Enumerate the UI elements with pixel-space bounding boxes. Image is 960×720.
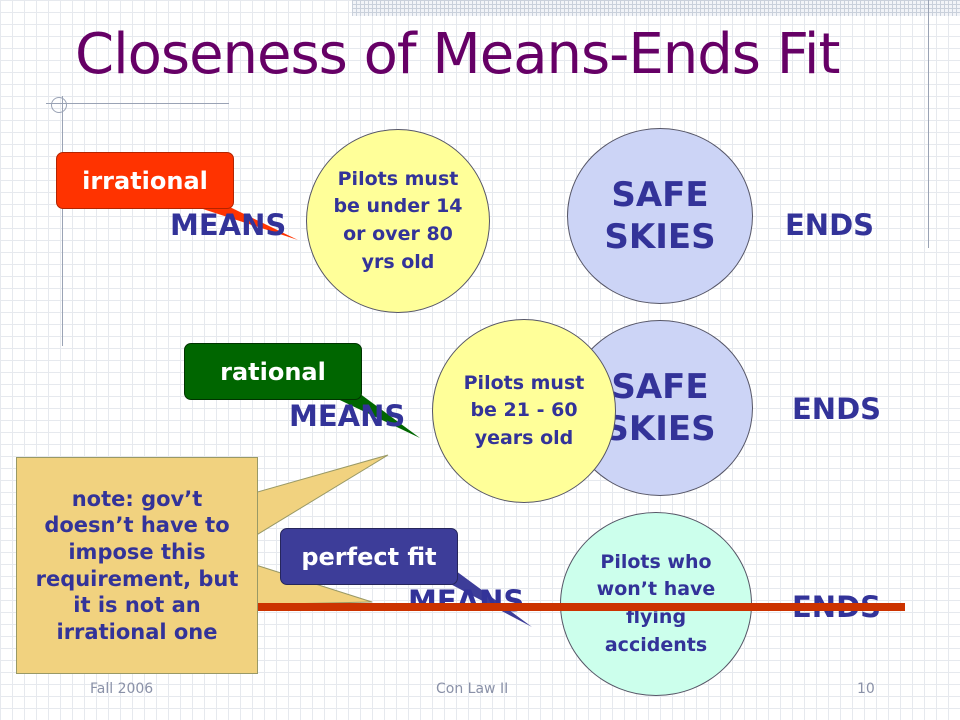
row3-means-text: Pilots who won’t have flying accidents — [596, 550, 716, 656]
row1-ends-text: SAFE SKIES — [604, 174, 716, 258]
irrational-tag: irrational — [56, 152, 234, 209]
title-underline — [46, 103, 229, 104]
slide-title: Closeness of Means-Ends Fit — [75, 22, 840, 87]
row1-ends-label: ENDS — [785, 208, 875, 242]
note-text: note: gov’t doesn’t have to impose this … — [35, 486, 239, 644]
row2-ends-label: ENDS — [792, 392, 882, 426]
perfect-fit-red-line — [255, 603, 905, 611]
row2-means-label: MEANS — [289, 399, 406, 433]
footer-center: Con Law II — [436, 681, 509, 697]
row1-means-circle: Pilots must be under 14 or over 80 yrs o… — [306, 129, 490, 313]
note-callout: note: gov’t doesn’t have to impose this … — [16, 457, 258, 674]
row1-means-text: Pilots must be under 14 or over 80 yrs o… — [333, 167, 463, 273]
perfect-fit-tag: perfect fit — [280, 528, 458, 585]
row2-ends-text: SAFE SKIES — [604, 366, 716, 450]
row1-ends-circle: SAFE SKIES — [567, 128, 753, 304]
right-vertical-rule — [928, 0, 929, 248]
row2-means-circle: Pilots must be 21 - 60 years old — [432, 319, 616, 503]
row1-means-label: MEANS — [170, 208, 287, 242]
left-vertical-rule — [62, 96, 63, 346]
header-pattern — [352, 0, 960, 16]
footer-page-number: 10 — [857, 681, 875, 697]
row2-means-text: Pilots must be 21 - 60 years old — [463, 371, 585, 449]
rational-tag: rational — [184, 343, 362, 400]
row3-means-label: MEANS — [408, 584, 525, 618]
corner-circle-ornament — [51, 97, 67, 113]
footer-left: Fall 2006 — [90, 681, 154, 697]
